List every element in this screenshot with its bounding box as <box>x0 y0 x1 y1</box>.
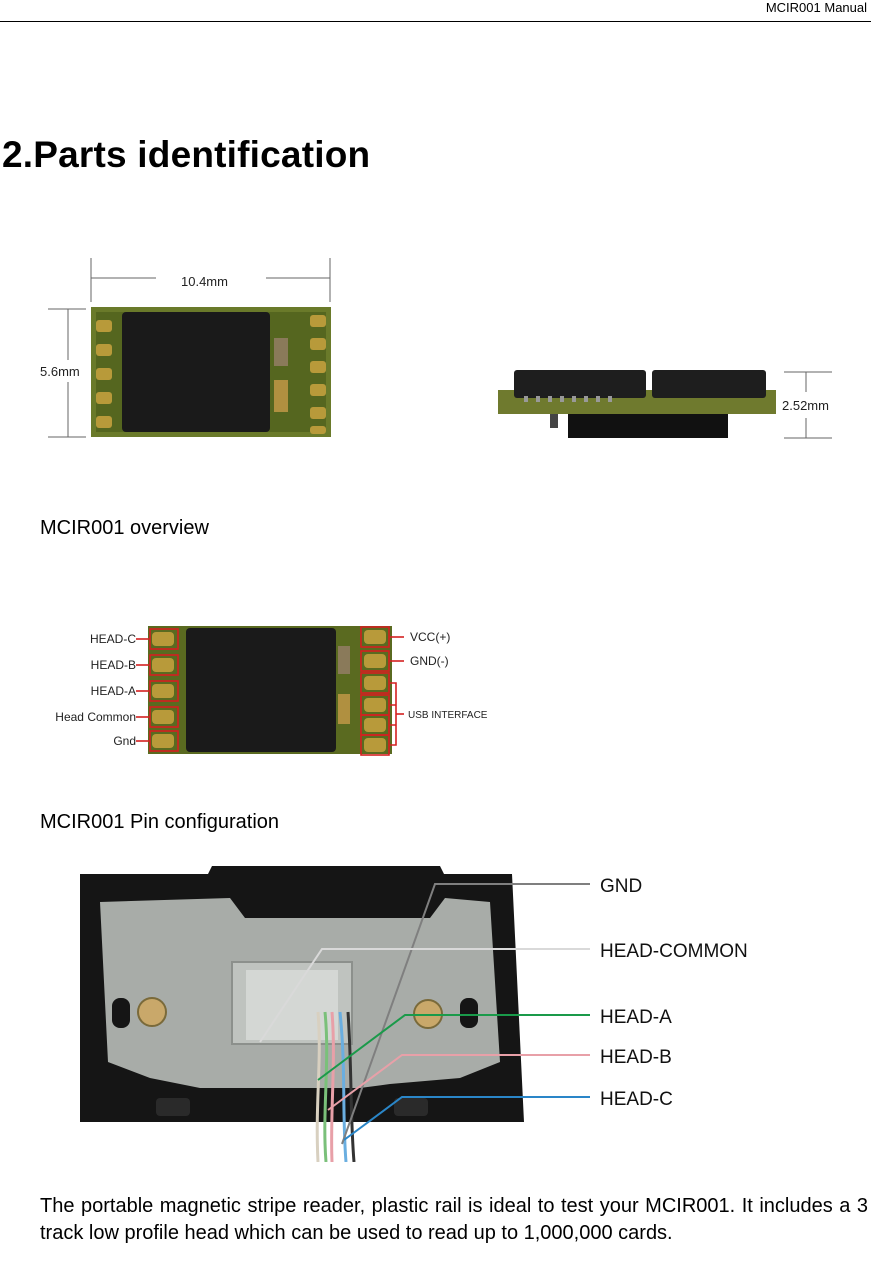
header-divider <box>0 21 871 22</box>
mount-screw-left <box>137 997 167 1027</box>
pin-label-head-common: Head Common <box>55 710 136 724</box>
section-title: 2.Parts identification <box>2 134 371 175</box>
wire-label-head-b: HEAD-B <box>600 1047 672 1068</box>
pin-label-head-b: HEAD-B <box>91 658 136 672</box>
module-overview-figure: 10.4mm 5.6mm 2.52mm <box>40 258 832 439</box>
chip-package <box>122 312 270 432</box>
pin-label-usb-interface: USB INTERFACE <box>408 710 488 721</box>
document-header-title: MCIR001 Manual <box>765 0 867 15</box>
wire-label-gnd: GND <box>600 876 642 897</box>
thickness-dimension-label: 2.52mm <box>782 398 829 413</box>
pin-label-vcc: VCC(+) <box>410 630 450 644</box>
width-dimension-label: 10.4mm <box>181 274 228 289</box>
reader-wiring-figure: GND HEAD-COMMON HEAD-A HEAD-B HEAD-C <box>80 866 748 1162</box>
pin-label-gnd-minus: GND(-) <box>410 654 449 668</box>
pin-configuration-caption: MCIR001 Pin configuration <box>40 811 280 833</box>
height-dimension-label: 5.6mm <box>40 364 80 379</box>
pin-label-gnd: Gnd <box>113 734 136 748</box>
wire-label-head-a: HEAD-A <box>600 1007 672 1028</box>
pin-configuration-figure: HEAD-C HEAD-B HEAD-A Head Common Gnd VCC… <box>55 626 488 756</box>
overview-caption: MCIR001 overview <box>40 517 209 539</box>
wire-label-head-common: HEAD-COMMON <box>600 941 748 962</box>
description-paragraph: The portable magnetic stripe reader, pla… <box>40 1195 868 1244</box>
pin-label-head-c: HEAD-C <box>90 632 136 646</box>
wire-label-head-c: HEAD-C <box>600 1089 673 1110</box>
pin-label-head-a: HEAD-A <box>91 684 136 698</box>
